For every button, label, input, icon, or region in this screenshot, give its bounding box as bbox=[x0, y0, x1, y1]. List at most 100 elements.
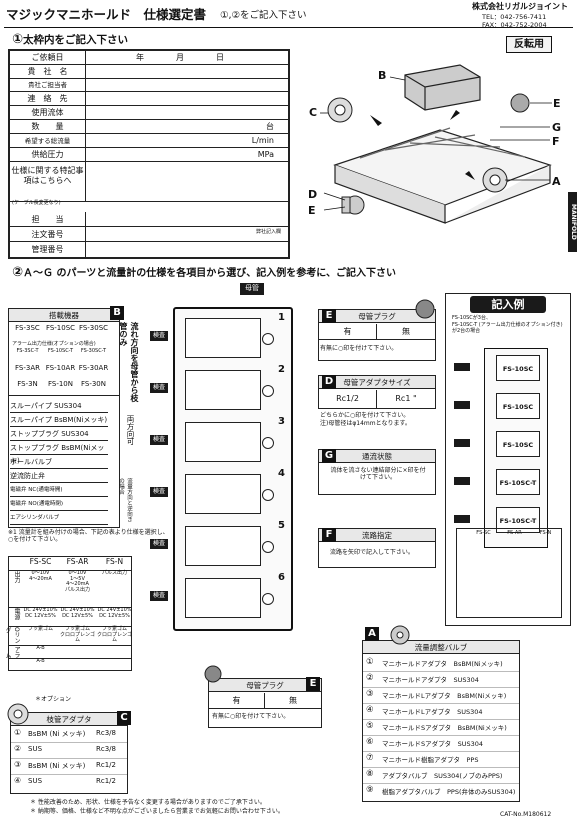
label-F: F bbox=[552, 135, 560, 148]
box-C-num-3[interactable]: ④ bbox=[14, 776, 22, 785]
form-value-8[interactable] bbox=[86, 162, 288, 202]
example-unit-2: FS-10SC bbox=[496, 431, 540, 457]
box-A-num-4[interactable]: ⑤ bbox=[366, 721, 374, 731]
flow-cell-0-1[interactable]: 0～10V 1～5V 4～20mA パルス出力 bbox=[64, 570, 90, 593]
box-C-num-0[interactable]: ① bbox=[14, 728, 22, 737]
box-E2-opt-no[interactable]: 無 bbox=[265, 693, 321, 709]
form-lower-value-0[interactable] bbox=[86, 212, 288, 227]
flow-row-head-0: 出力 bbox=[13, 571, 20, 583]
box-A-num-1[interactable]: ② bbox=[366, 673, 374, 683]
box-B-pipe-4[interactable]: ボールバルブ bbox=[10, 456, 108, 469]
box-B-pipe-6[interactable]: 電磁弁 NC(通電時開) bbox=[10, 484, 108, 497]
flow-cell-4-0[interactable]: A-B bbox=[36, 658, 45, 664]
box-B-model-3-2[interactable]: FS-30N bbox=[80, 380, 107, 388]
form-lower-value-1[interactable] bbox=[86, 227, 288, 242]
flow-cell-3-2[interactable] bbox=[96, 646, 133, 658]
box-E-opt-no[interactable]: 無 bbox=[377, 324, 435, 340]
flow-cell-1-2[interactable]: DC 24V±10% DC 12V±5% bbox=[97, 607, 132, 619]
box-B-model-1-0[interactable]: FS-3SC-T bbox=[16, 348, 39, 354]
slot-box-3[interactable] bbox=[185, 422, 261, 462]
form-value-5[interactable]: 台 bbox=[86, 120, 288, 134]
check-label-4: 検査 bbox=[150, 487, 168, 497]
slot-box-5[interactable] bbox=[185, 526, 261, 566]
flow-cell-4-1[interactable] bbox=[59, 659, 96, 671]
form-lower-label-1: 注文番号 bbox=[10, 227, 86, 242]
box-B-pipe-1[interactable]: スルーパイプ BsBM(Niメッキ) bbox=[10, 414, 108, 427]
box-D-opt-1[interactable]: Rc1/2 bbox=[319, 390, 377, 408]
box-B-model-2-1[interactable]: FS-10AR bbox=[45, 364, 76, 372]
box-C-num-1[interactable]: ② bbox=[14, 744, 22, 753]
flow-rule-0 bbox=[8, 570, 132, 571]
flow-cell-0-0[interactable]: 0～10V 4～20mA bbox=[29, 570, 52, 582]
slot-circle-3[interactable] bbox=[262, 437, 274, 449]
flow-cell-2-0[interactable]: フッ素ゴム bbox=[27, 626, 53, 632]
box-B-pipe-8[interactable]: エアシリンダバルブ bbox=[10, 512, 108, 525]
box-B-model-0-0[interactable]: FS-3SC bbox=[15, 324, 40, 332]
valve-A-icon bbox=[390, 625, 410, 645]
box-E2 bbox=[208, 678, 322, 728]
diagram-lines bbox=[320, 76, 552, 211]
box-B-pipe-0[interactable]: スルーパイプ SUS304 bbox=[10, 400, 108, 413]
box-C-num-2[interactable]: ③ bbox=[14, 760, 22, 769]
flow-cell-3-0[interactable]: A-B bbox=[36, 645, 45, 651]
label-D: D bbox=[308, 188, 318, 201]
box-A-num-6[interactable]: ⑦ bbox=[366, 753, 374, 763]
label-G: G bbox=[552, 121, 562, 134]
box-B-pipe-2[interactable]: ストップブラグ SUS304 bbox=[10, 428, 108, 441]
box-F-title: 流路指定 bbox=[362, 531, 392, 540]
box-B-model-0-2[interactable]: FS-30SC bbox=[78, 324, 109, 332]
flow-cell-2-1[interactable]: フッ素ゴム クロロプレンゴム bbox=[59, 626, 95, 643]
flow-cell-0-2[interactable]: パルス出力 bbox=[101, 570, 127, 576]
slot-circle-5[interactable] bbox=[262, 541, 274, 553]
box-A-num-7[interactable]: ⑧ bbox=[366, 769, 374, 779]
box-B-model-0-1[interactable]: FS-10SC bbox=[45, 324, 76, 332]
box-B-model-3-0[interactable]: FS-3N bbox=[17, 380, 38, 388]
slot-circle-2[interactable] bbox=[262, 385, 274, 397]
box-D-opt-2[interactable]: Rc1 " bbox=[395, 394, 417, 403]
box-E-opt-yes[interactable]: 有 bbox=[319, 324, 377, 340]
flow-cell-1-1[interactable]: DC 24V±10% DC 12V±5% bbox=[60, 607, 95, 619]
box-E-note: 有無に○印を付けて下さい。 bbox=[320, 345, 398, 352]
box-B-letter: B bbox=[110, 306, 124, 320]
box-B-model-2-0[interactable]: FS-3AR bbox=[15, 364, 40, 372]
box-B-model-3-1[interactable]: FS-10N bbox=[47, 380, 74, 388]
box-B-model-1-2[interactable]: FS-30SC-T bbox=[80, 348, 107, 354]
box-E2-opt-yes[interactable]: 有 bbox=[209, 693, 265, 709]
slot-circle-6[interactable] bbox=[262, 593, 274, 605]
flow-cell-3-1[interactable] bbox=[59, 646, 96, 658]
box-A-num-3[interactable]: ④ bbox=[366, 705, 374, 715]
slot-box-6[interactable] bbox=[185, 578, 261, 618]
form-value-1[interactable] bbox=[86, 65, 288, 79]
box-D-header: 母管アダプタサイズ bbox=[319, 376, 435, 389]
flow-cell-2-2[interactable]: フッ素ゴム クロロプレンゴム bbox=[96, 626, 132, 643]
slot-box-2[interactable] bbox=[185, 370, 261, 410]
example-table-frame bbox=[456, 528, 562, 618]
form-value-2[interactable] bbox=[86, 79, 288, 92]
box-G-letter: G bbox=[322, 449, 336, 463]
box-B-model-2-2[interactable]: FS-30AR bbox=[78, 364, 109, 372]
form-lower-value-2[interactable] bbox=[86, 242, 288, 257]
box-A-num-2[interactable]: ③ bbox=[366, 689, 374, 699]
box-B-pipe-3[interactable]: ストップブラグ BsBM(Niメッキ) bbox=[10, 442, 108, 465]
form-value-6[interactable]: L/min bbox=[86, 134, 288, 148]
label-A: A bbox=[552, 175, 561, 188]
box-A-rule-2 bbox=[363, 703, 519, 704]
box-A-num-5[interactable]: ⑥ bbox=[366, 737, 374, 747]
slot-box-4[interactable] bbox=[185, 474, 261, 514]
box-A-num-8[interactable]: ⑨ bbox=[366, 785, 374, 795]
slot-circle-1[interactable] bbox=[262, 333, 274, 345]
slot-box-1[interactable] bbox=[185, 318, 261, 358]
form-value-3[interactable] bbox=[86, 92, 288, 106]
flow-cell-4-2[interactable] bbox=[96, 659, 133, 671]
box-B-pipe-7[interactable]: 電磁弁 NO(通電時閉) bbox=[10, 498, 108, 511]
box-B-model-1-1[interactable]: FS-10SC-T bbox=[47, 348, 74, 354]
form-value-4[interactable] bbox=[86, 106, 288, 120]
box-E bbox=[318, 309, 436, 361]
box-A-text-4: マニホールドSアダプタ BsBM(Niメッキ) bbox=[382, 724, 507, 732]
box-A-num-0[interactable]: ① bbox=[366, 657, 374, 667]
form-value-7[interactable]: MPa bbox=[86, 148, 288, 162]
form-value-0[interactable]: 年 月 日 bbox=[86, 51, 288, 65]
box-B-pipe-5[interactable]: 逆流防止弁 bbox=[10, 470, 108, 483]
flow-cell-1-0[interactable]: DC 24V±10% DC 12V±5% bbox=[23, 607, 58, 619]
slot-circle-4[interactable] bbox=[262, 489, 274, 501]
